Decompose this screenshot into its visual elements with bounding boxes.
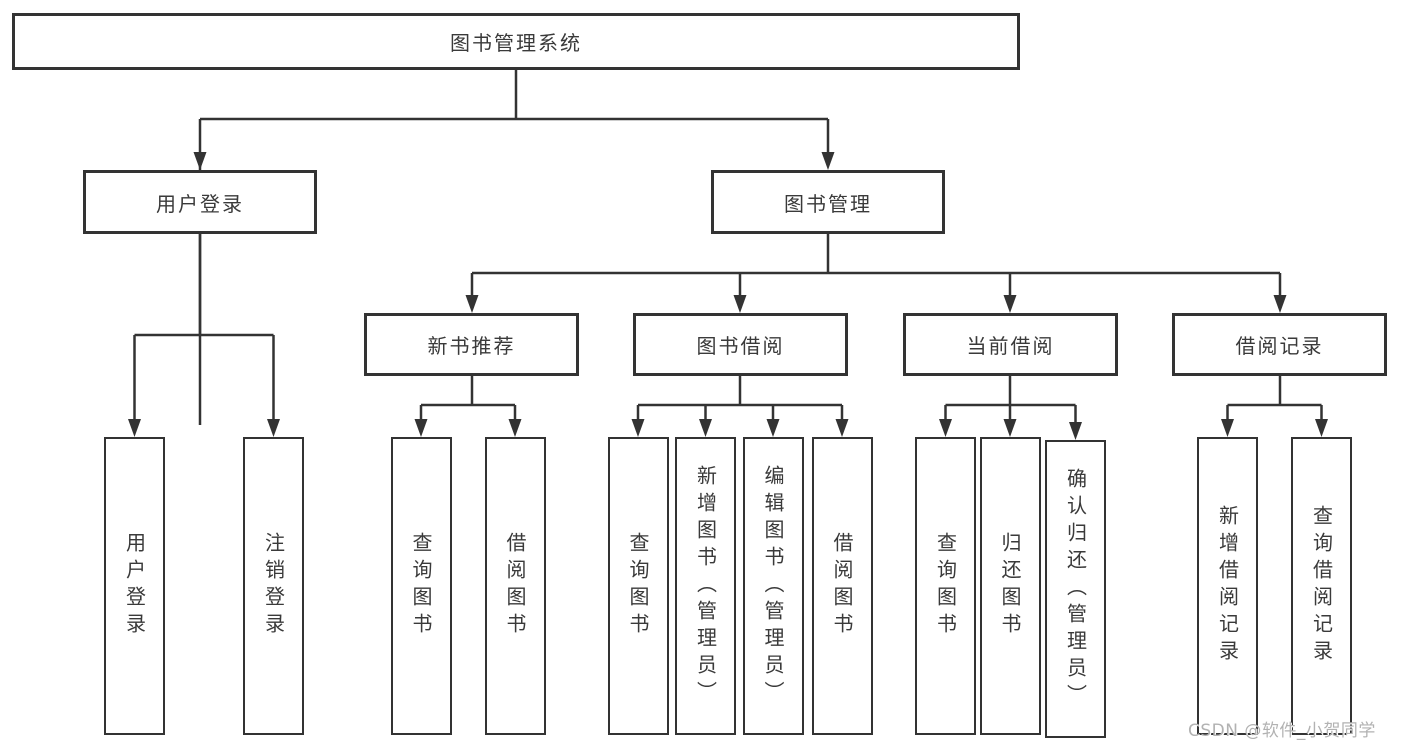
leaf-return-books-label: 归还图书 — [998, 532, 1022, 640]
leaf-borrow-books-newbook: 借阅图书 — [484, 437, 546, 735]
node-new-book-recommendation: 新书推荐 — [364, 313, 579, 376]
connector-bookborrow-to-leaves — [636, 376, 844, 427]
leaf-add-book-admin: 新增图书（管理员） — [675, 437, 736, 735]
leaf-query-borrow-record-label: 查询借阅记录 — [1309, 505, 1334, 667]
leaf-logout-label: 注销登录 — [261, 532, 286, 640]
leaf-add-book-admin-label: 新增图书（管理员） — [693, 464, 718, 708]
connector-bookmgmt-to-level3 — [470, 234, 1282, 303]
leaf-logout: 注销登录 — [243, 437, 304, 735]
leaf-user-login: 用户登录 — [104, 437, 165, 735]
leaf-borrow-books-newbook-label: 借阅图书 — [503, 532, 527, 640]
leaf-return-books: 归还图书 — [979, 437, 1041, 735]
leaf-borrow-books-borrow: 借阅图书 — [811, 437, 873, 735]
connector-borrowrecord-to-leaves — [1226, 376, 1323, 427]
node-current-borrowing: 当前借阅 — [903, 313, 1118, 376]
leaf-query-books-borrow-label: 查询图书 — [626, 532, 650, 640]
leaf-query-books-newbook: 查询图书 — [390, 437, 452, 735]
connector-newbook-to-leaves — [419, 376, 517, 427]
node-book-management: 图书管理 — [711, 170, 945, 234]
leaf-query-borrow-record: 查询借阅记录 — [1291, 437, 1352, 735]
connector-userlogin-to-leaves — [133, 234, 275, 427]
leaf-query-books-newbook-label: 查询图书 — [409, 532, 433, 640]
leaf-add-borrow-record: 新增借阅记录 — [1197, 437, 1258, 735]
connector-currentborrow-to-leaves — [944, 376, 1077, 430]
leaf-borrow-books-borrow-label: 借阅图书 — [830, 532, 854, 640]
arrowheads — [128, 152, 1328, 440]
leaf-edit-book-admin-label: 编辑图书（管理员） — [761, 464, 785, 708]
leaf-add-borrow-record-label: 新增借阅记录 — [1215, 505, 1240, 667]
leaf-query-books-current: 查询图书 — [915, 437, 976, 735]
node-user-login: 用户登录 — [83, 170, 317, 234]
leaf-edit-book-admin: 编辑图书（管理员） — [742, 437, 804, 735]
connector-root-to-level2 — [198, 70, 830, 425]
leaf-confirm-return-admin: 确认归还（管理员） — [1045, 440, 1106, 738]
csdn-watermark: CSDN @软件_小贺同学 — [1188, 721, 1376, 741]
node-borrowing-records: 借阅记录 — [1172, 313, 1387, 376]
node-book-borrowing: 图书借阅 — [633, 313, 848, 376]
node-library-management-system: 图书管理系统 — [12, 13, 1020, 70]
leaf-user-login-label: 用户登录 — [122, 532, 147, 640]
leaf-query-books-borrow: 查询图书 — [607, 437, 669, 735]
leaf-confirm-return-admin-label: 确认归还（管理员） — [1063, 467, 1088, 711]
leaf-query-books-current-label: 查询图书 — [933, 532, 958, 640]
